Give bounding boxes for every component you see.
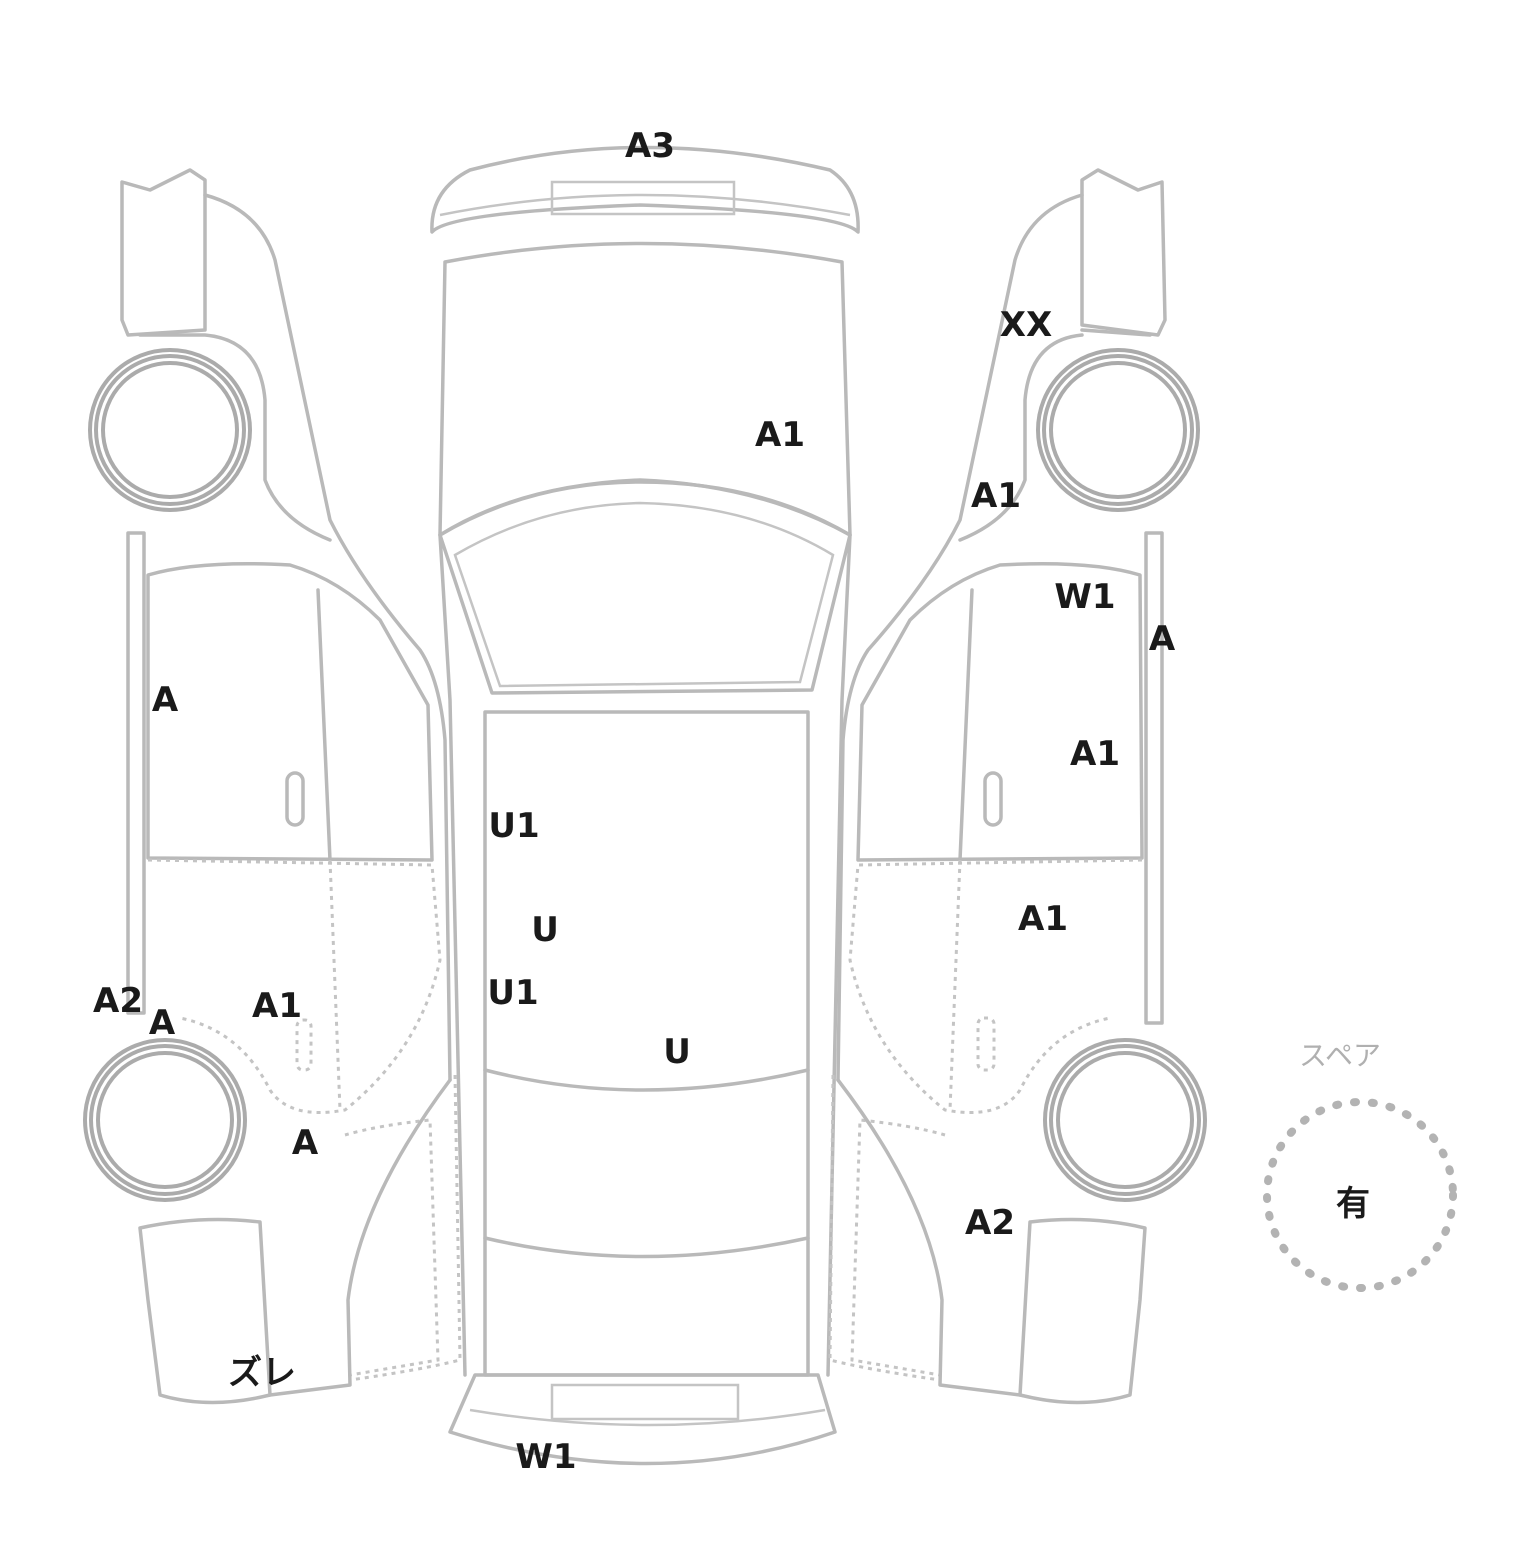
mark-roof-left-upper: U1 [488, 806, 539, 846]
damage-marks: A3 A1 XX A1 W1 A A1 A1 A2 A A2 A A1 A ズレ… [93, 126, 1176, 1477]
mark-right-front-door: A1 [1070, 734, 1120, 774]
right-fender-line [958, 328, 1152, 542]
spare-value: 有 [1336, 1184, 1370, 1224]
right-rear-quarter [850, 1118, 946, 1377]
left-rear-quarter-inner [349, 1074, 462, 1382]
spare-label: スペア [1299, 1039, 1381, 1072]
right-rear-bumper [1018, 1217, 1147, 1405]
left-front-tire-mid [94, 354, 246, 506]
right-front-door [856, 562, 1144, 862]
mark-left-rear-door: A1 [252, 986, 302, 1026]
mark-right-rear-door: A1 [1018, 899, 1068, 939]
mark-left-front-door: A [152, 680, 179, 720]
top-front-plate [550, 180, 736, 216]
left-rear-tire-outer [83, 1038, 247, 1202]
left-rear-door [147, 858, 442, 1114]
spare-tire: スペア 有 [1263, 1039, 1457, 1292]
top-view [430, 145, 860, 1466]
right-door-divider [958, 588, 974, 862]
right-rear-quarter-inner [828, 1074, 941, 1382]
right-front-tire-mid [1042, 354, 1194, 506]
mark-left-rear-bumper: ズレ [228, 1353, 296, 1393]
mark-right-fender-top: XX [1000, 305, 1052, 345]
left-rear-handle [295, 1018, 313, 1072]
right-rear-door [848, 858, 1143, 1114]
mark-roof-left-lower: U1 [487, 973, 538, 1013]
right-hood-line [836, 193, 1084, 1082]
top-front-grille [439, 193, 851, 217]
top-roof-line-1 [483, 1068, 810, 1092]
top-hood [438, 241, 852, 537]
right-door-handle [983, 771, 1003, 827]
right-front-tire-inner [1049, 361, 1187, 499]
left-fender-line [138, 333, 332, 542]
top-roof-line-2 [483, 1236, 810, 1259]
mark-right-pillar: A [1149, 619, 1176, 659]
left-rear-tire-mid [89, 1044, 241, 1196]
left-rear-line [268, 1078, 452, 1397]
left-side-view [83, 168, 462, 1405]
mark-left-rear-sill: A2 [93, 981, 143, 1021]
mark-left-rear-sill-2: A [149, 1003, 176, 1043]
right-rear-tire-inner [1056, 1051, 1194, 1189]
mark-roof-rear: U [663, 1032, 691, 1072]
left-side-sill [126, 531, 146, 1015]
right-rear-tire-mid [1049, 1044, 1201, 1196]
right-side-sill [1144, 531, 1164, 1025]
top-windshield-glass [453, 501, 835, 688]
left-door-handle [285, 771, 305, 827]
mark-right-fender: A1 [971, 476, 1021, 516]
left-rear-door-divider [328, 859, 342, 1111]
left-hood-line [203, 193, 452, 1082]
left-rear-quarter [344, 1118, 440, 1377]
mark-rear-glass: W1 [515, 1437, 576, 1477]
left-front-tire-inner [101, 361, 239, 499]
mark-right-rear-quarter: A2 [965, 1203, 1015, 1243]
top-rear-line [469, 1408, 826, 1427]
spare-tire-circle [1263, 1098, 1457, 1292]
mark-left-rear-quarter: A [292, 1123, 319, 1163]
right-rear-handle [976, 1016, 996, 1072]
mark-hood-right: A1 [755, 415, 805, 455]
right-side-view [828, 168, 1207, 1405]
top-windshield-frame [438, 480, 852, 695]
right-rear-door-divider [948, 859, 962, 1111]
top-left-pillar [438, 533, 467, 1377]
right-front-tire-outer [1036, 348, 1200, 512]
mark-roof-mid: U [531, 910, 559, 950]
top-rear-plate [550, 1383, 740, 1421]
left-rear-tire-inner [96, 1051, 234, 1189]
left-front-tire-outer [88, 348, 252, 512]
right-rear-line [836, 1078, 1022, 1397]
left-front-bumper [120, 168, 207, 337]
top-rear-bumper [448, 1373, 837, 1466]
left-door-divider [316, 588, 332, 862]
right-front-bumper [1080, 168, 1167, 337]
mark-right-front-door-glass: W1 [1054, 577, 1115, 617]
left-front-door [146, 562, 434, 862]
right-rear-tire-outer [1043, 1038, 1207, 1202]
mark-roof-front: A3 [625, 126, 675, 166]
top-front-bumper [430, 145, 860, 234]
